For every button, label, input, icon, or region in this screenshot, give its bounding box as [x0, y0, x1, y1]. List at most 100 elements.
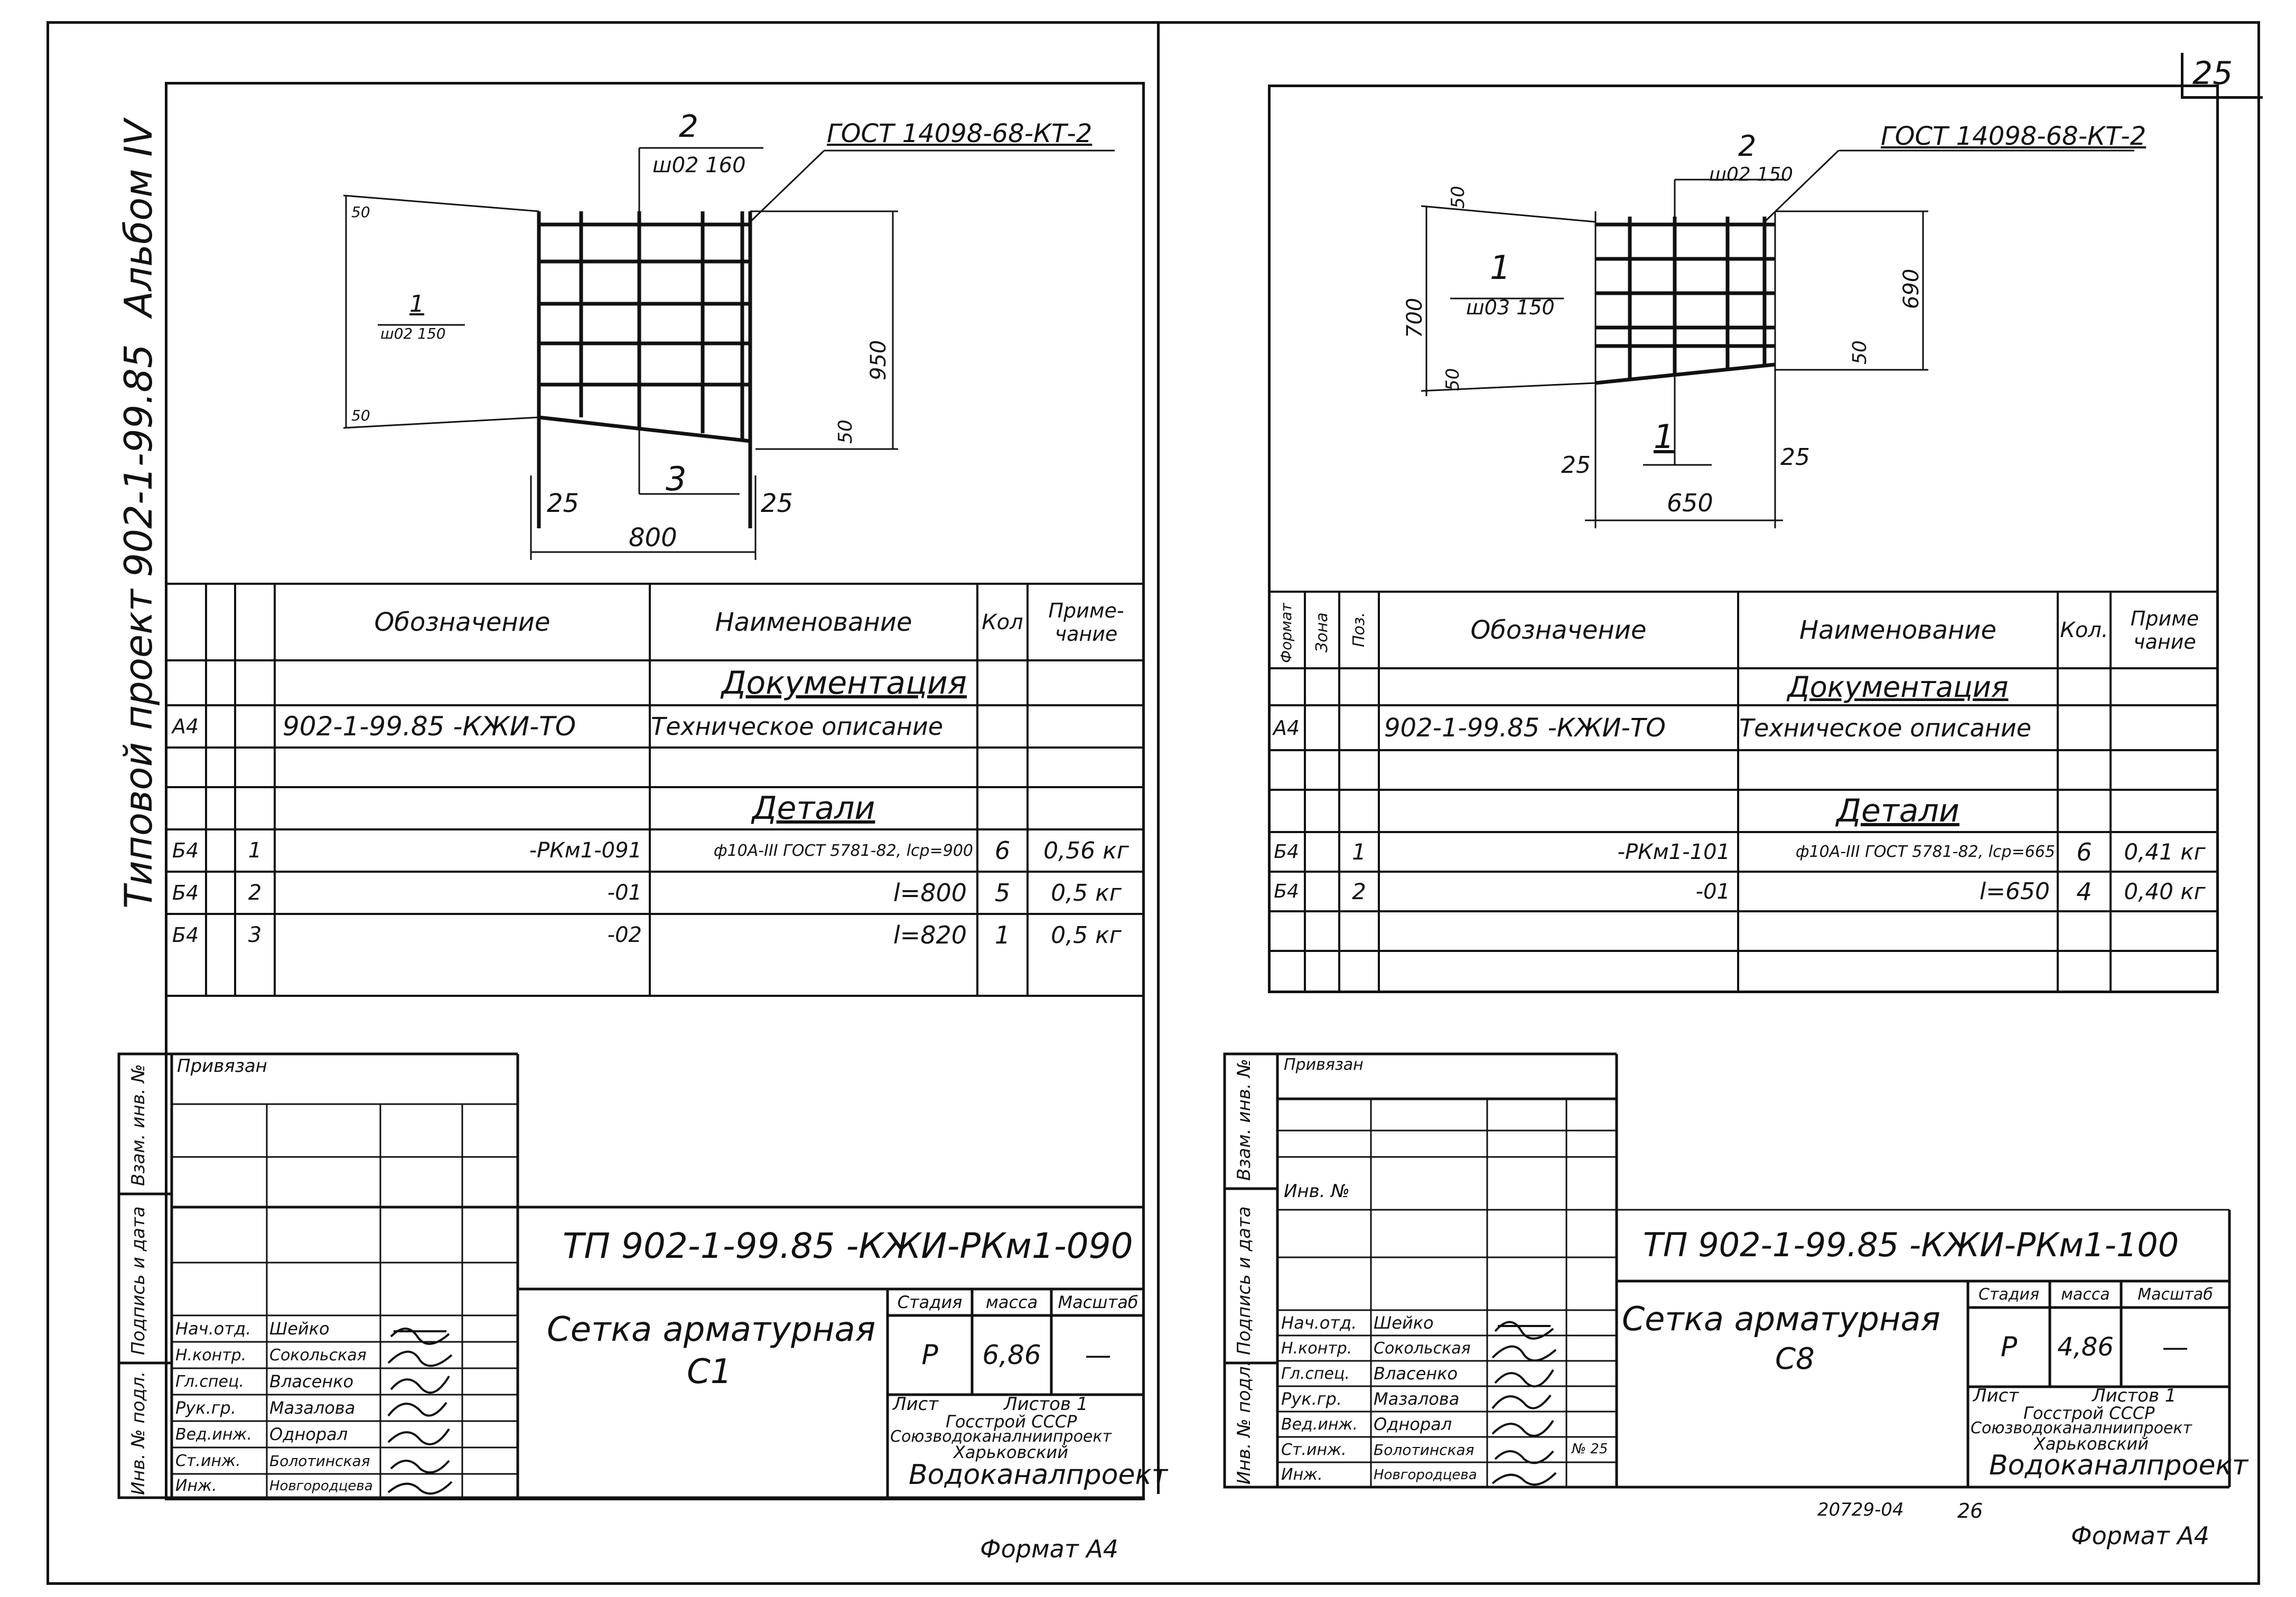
- right-row1-note: 0,41 кг: [2124, 839, 2206, 865]
- left-person-name: Мазалова: [269, 1398, 356, 1418]
- right-stamp-org1: Госстрой СССР: [2023, 1403, 2155, 1423]
- right-spec-header-qty: Кол.: [2060, 618, 2108, 642]
- right-person-name: Власенко: [1374, 1363, 1458, 1384]
- left-row1-name: ф10А-III ГОСТ 5781-82, lср=900: [713, 841, 973, 860]
- left-person-role: Н.контр.: [175, 1346, 247, 1365]
- left-stamp-mass-label: масса: [985, 1292, 1038, 1312]
- page-number-box: [2181, 53, 2263, 99]
- right-person-name: Сокольская: [1374, 1339, 1471, 1358]
- outer-frame: [46, 21, 2260, 1585]
- left-row1-designation: -РКм1-091: [529, 838, 642, 863]
- right-person-name: Однорал: [1374, 1414, 1452, 1434]
- left-person-name: Однорал: [269, 1424, 348, 1444]
- center-divider: [1157, 21, 1160, 1494]
- right-row1-designation: -РКм1-101: [1617, 839, 1730, 864]
- right-spec-section-parts: Детали: [1836, 792, 1959, 829]
- right-spec-header-designation: Обозначение: [1470, 615, 1647, 645]
- left-stamp-org3: Харьковский: [954, 1442, 1068, 1462]
- left-row1-format: Б4: [172, 839, 199, 862]
- left-stamp-code: ТП 902-1-99.85 -КЖИ-РКм1-090: [563, 1226, 1133, 1266]
- left-row2-designation: -01: [607, 881, 642, 905]
- left-stamp-stage-label: Стадия: [897, 1292, 963, 1312]
- left-row3-pos: 3: [248, 923, 262, 947]
- left-dim-25-left: 25: [547, 489, 580, 518]
- left-person-role: Вед.инж.: [175, 1425, 252, 1444]
- left-dim-50-top: 50: [351, 203, 370, 221]
- left-person-name: Шейко: [269, 1319, 330, 1339]
- right-row2-designation: -01: [1695, 879, 1730, 904]
- left-bar-slant: [538, 415, 751, 443]
- right-stamp-sheet-label: Лист: [1973, 1385, 2019, 1406]
- left-stamp-primenen: Привязан: [177, 1056, 267, 1077]
- sheet-number: 26: [1957, 1499, 1983, 1523]
- right-gost-label: ГОСТ 14098-68-КТ-2: [1881, 122, 2146, 151]
- right-stamp-stage-label: Стадия: [1978, 1285, 2040, 1304]
- left-gost-label: ГОСТ 14098-68-КТ-2: [827, 119, 1093, 148]
- left-stamp-mass: 6,86: [982, 1340, 1041, 1370]
- inventory-number: 20729-04: [1817, 1499, 1904, 1520]
- right-row2-qty: 4: [2076, 877, 2092, 906]
- left-stamp-sheet-label: Лист: [893, 1394, 939, 1415]
- left-stamp-scale: —: [1085, 1340, 1112, 1370]
- right-person-name: Мазалова: [1374, 1389, 1460, 1409]
- left-person-role: Гл.спец.: [175, 1372, 244, 1391]
- format-label-left: Формат А4: [980, 1535, 1118, 1563]
- right-stamp-org3: Харьковский: [2034, 1434, 2149, 1454]
- left-dim-25-right: 25: [761, 489, 794, 518]
- right-pos-bottom: 1: [1654, 417, 1675, 456]
- right-dim-650: 650: [1667, 489, 1713, 517]
- left-row3-designation: -02: [607, 923, 642, 947]
- left-stamp-scale-label: Масштаб: [1058, 1292, 1138, 1312]
- right-pos-left-mark: ш03 150: [1466, 296, 1555, 319]
- right-pos-top-mark: ш02 150: [1709, 164, 1793, 185]
- right-person-role: Рук.гр.: [1281, 1389, 1342, 1409]
- format-label-right: Формат А4: [2071, 1521, 2209, 1550]
- right-stamp-org2: Союзводоканалниипроект: [1971, 1419, 2192, 1437]
- left-person-name: Новгородцева: [269, 1478, 373, 1494]
- right-stamp-scale: —: [2162, 1332, 2189, 1362]
- right-person-name: Болотинская: [1374, 1441, 1474, 1459]
- left-dim-50-bottom: 50: [351, 407, 370, 424]
- right-row1-format: Б4: [1274, 841, 1299, 863]
- right-person-name: Шейко: [1374, 1313, 1434, 1333]
- left-person-name: Власенко: [269, 1371, 354, 1391]
- right-stamp-inv-label: Инв. №: [1284, 1181, 1350, 1202]
- right-sheet-frame: [1268, 85, 2219, 993]
- right-spec-header-name: Наименование: [1799, 615, 1996, 645]
- right-person-role: Ст.инж.: [1281, 1440, 1347, 1459]
- left-row3-qty: 1: [994, 921, 1011, 949]
- right-row2-name: l=650: [1979, 878, 2050, 905]
- left-stamp-stage: Р: [921, 1339, 938, 1371]
- left-stamp-org1: Госстрой СССР: [946, 1412, 1077, 1432]
- left-row1-pos: 1: [248, 838, 262, 863]
- left-pos-left-mark: ш02 150: [380, 325, 446, 342]
- left-stamp-sheets-label: Листов 1: [1004, 1394, 1088, 1415]
- left-spec-header-note: Приме-чание: [1048, 599, 1124, 646]
- left-row3-format: Б4: [172, 923, 199, 947]
- right-stamp-stage: Р: [2000, 1331, 2018, 1363]
- right-dim-25-right: 25: [1780, 444, 1810, 471]
- right-stamp-primenen: Привязан: [1284, 1056, 1364, 1074]
- left-stamp-title-2: С1: [687, 1352, 732, 1391]
- left-pos-top-mark: ш02 160: [652, 153, 746, 178]
- left-doc-designation: 902-1-99.85 -КЖИ-ТО: [283, 711, 576, 742]
- right-pos-left: 1: [1490, 248, 1511, 287]
- right-row1-qty: 6: [2076, 837, 2092, 866]
- left-row1-qty: 6: [994, 836, 1011, 865]
- left-stamp-title: Сетка арматурная: [547, 1310, 876, 1349]
- right-person-role: Вед.инж.: [1281, 1415, 1358, 1434]
- right-person-name: Новгородцева: [1374, 1467, 1477, 1483]
- right-spec-header-note: Приме чание: [2130, 606, 2199, 653]
- right-doc-name: Техническое описание: [1739, 713, 2032, 742]
- left-row2-note: 0,5 кг: [1051, 879, 1122, 907]
- right-row1-name: ф10А-III ГОСТ 5781-82, lср=665: [1795, 843, 2055, 861]
- right-pos-top: 2: [1738, 129, 1757, 163]
- left-row3-name: l=820: [893, 921, 967, 949]
- left-person-role: Ст.инж.: [175, 1451, 241, 1470]
